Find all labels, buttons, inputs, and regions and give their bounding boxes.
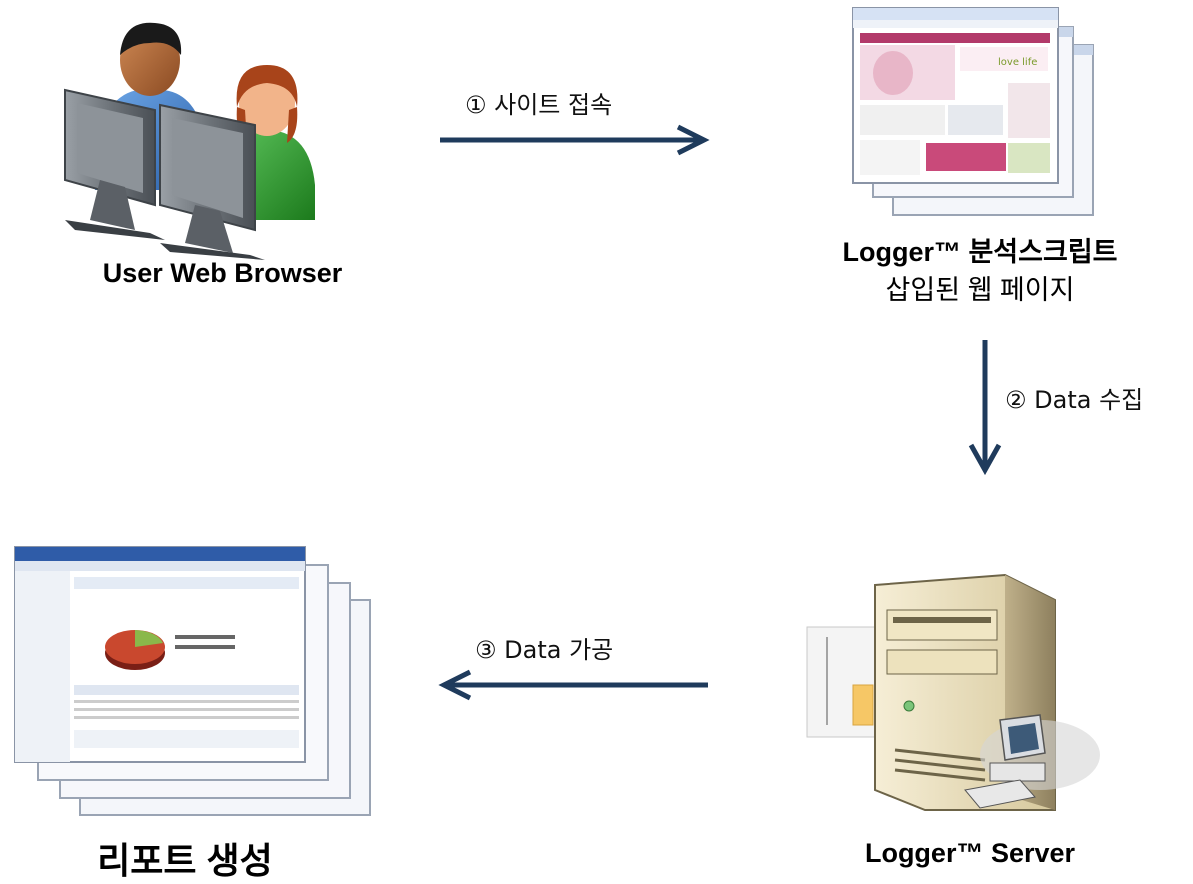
web-pages-icon: love life: [852, 7, 1094, 216]
report-label: 리포트 생성: [97, 840, 273, 881]
server-tower-icon: [806, 573, 1100, 811]
webpage-label-line2: 삽입된 웹 페이지: [885, 275, 1075, 305]
svg-text:love life: love life: [998, 57, 1037, 68]
webpage-label-line1: Logger™ 분석스크립트: [842, 237, 1118, 267]
arrow-step2: [968, 340, 1002, 476]
user-browser-label: User Web Browser: [102, 258, 343, 288]
report-pages-icon: [14, 546, 371, 816]
server-label: Logger™ Server: [864, 838, 1076, 868]
users-at-computers-icon: [64, 22, 315, 260]
arrow-step3: [438, 669, 708, 701]
step2-label: ② Data 수집: [1005, 386, 1144, 414]
arrow-step1: [440, 124, 710, 156]
step1-label: ① 사이트 접속: [465, 91, 613, 119]
step3-label: ③ Data 가공: [475, 636, 614, 664]
